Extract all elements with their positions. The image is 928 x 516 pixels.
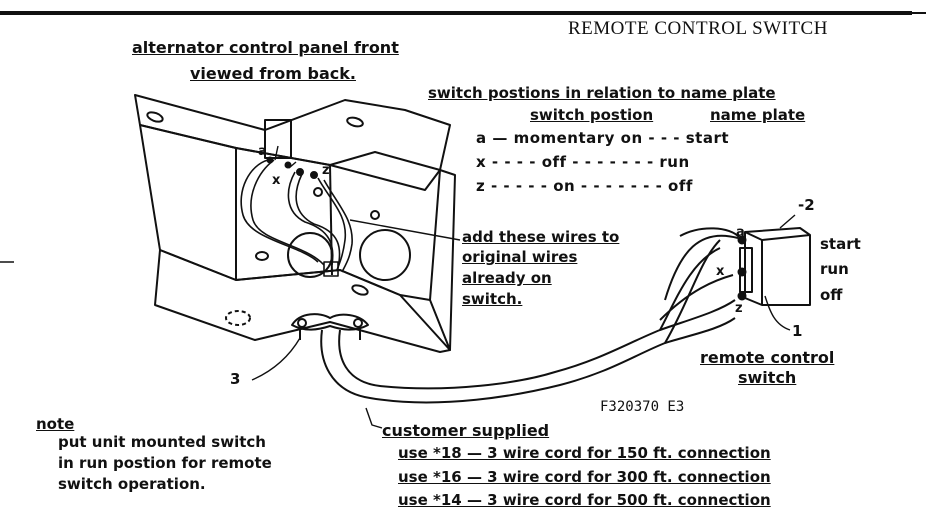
- remote-switch-caption-line2: switch: [738, 368, 797, 387]
- plate-off-label: off: [820, 286, 843, 304]
- switch-table-heading: switch postions in relation to name plat…: [428, 84, 776, 102]
- callout-2: -2: [798, 196, 815, 214]
- customer-cord: [320, 227, 741, 404]
- add-wires-line: add these wires to: [462, 228, 620, 246]
- add-wires-line: already on: [462, 269, 552, 287]
- plate-start-label: start: [820, 235, 861, 253]
- unit-switch-label-x: x: [272, 173, 281, 188]
- cord-spec-row: use *16 — 3 wire cord for 300 ft. connec…: [398, 468, 771, 486]
- switch-table-row-z: z - - - - - on - - - - - - - off: [476, 177, 693, 195]
- add-wires-line: switch.: [462, 290, 523, 308]
- remote-switch-drawing: [737, 227, 811, 306]
- remote-terminal-x: x: [716, 264, 725, 279]
- figure-code: F320370 E3: [600, 399, 685, 415]
- note-line: in run postion for remote: [58, 454, 272, 472]
- note-line: switch operation.: [58, 475, 206, 493]
- cord-spec-row: use *18 — 3 wire cord for 150 ft. connec…: [398, 444, 771, 462]
- panel-wires: [240, 159, 353, 277]
- panel-caption-line1: alternator control panel front: [132, 38, 399, 57]
- leader-lines: [251, 145, 796, 429]
- remote-switch-caption-line1: remote control: [700, 348, 835, 367]
- cord-spec-row: use *14 — 3 wire cord for 500 ft. connec…: [398, 491, 771, 509]
- control-panel-box: [134, 94, 456, 353]
- diagram-title: REMOTE CONTROL SWITCH: [568, 18, 828, 39]
- remote-terminal-z: z: [735, 301, 743, 316]
- add-wires-line: original wires: [462, 248, 578, 266]
- callout-1: 1: [792, 322, 803, 340]
- remote-terminal-a: a: [736, 225, 745, 240]
- switch-position-column: switch postion: [530, 106, 654, 124]
- cable-clamp: [291, 313, 369, 340]
- unit-switch-label-z: z: [322, 163, 330, 178]
- switch-table-row-x: x - - - - off - - - - - - - run: [476, 153, 690, 171]
- name-plate-column: name plate: [710, 106, 806, 124]
- customer-heading: customer supplied: [382, 421, 550, 440]
- note-line: put unit mounted switch: [58, 433, 266, 451]
- plate-run-label: run: [820, 260, 849, 278]
- panel-caption-line2: viewed from back.: [190, 64, 356, 83]
- unit-mounted-switch: [264, 119, 318, 179]
- unit-switch-label-a: a: [258, 144, 267, 159]
- note-heading: note: [36, 415, 75, 433]
- callout-3: 3: [230, 370, 241, 388]
- switch-table-row-a: a — momentary on - - - start: [476, 129, 730, 147]
